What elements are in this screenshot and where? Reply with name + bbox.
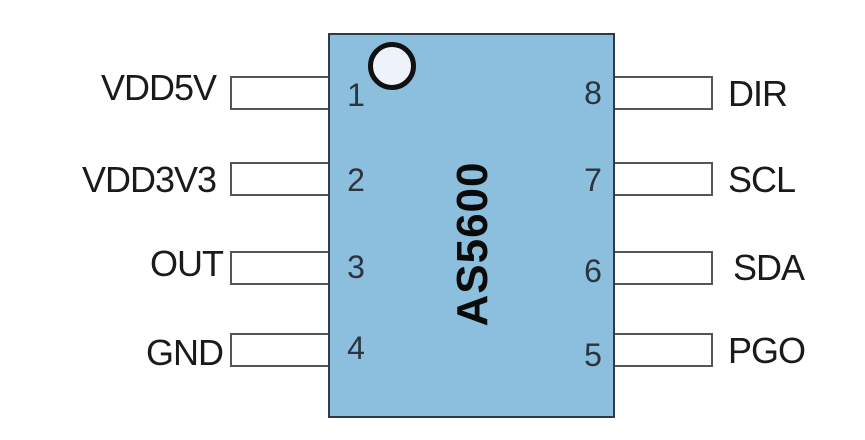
- pin-6-lead: [613, 251, 713, 285]
- chip-body: [328, 33, 615, 418]
- pin-5-lead: [613, 333, 713, 367]
- pin-label-scl: SCL: [728, 159, 796, 200]
- pin-number-7: 7: [584, 162, 602, 198]
- pin-label-out: OUT: [150, 243, 224, 284]
- chip-name: AS5600: [448, 161, 497, 327]
- pin-4-lead: [230, 333, 330, 367]
- pin-number-4: 4: [347, 330, 365, 366]
- pin-label-sda: SDA: [733, 247, 805, 288]
- pin-label-vdd5v: VDD5V: [100, 67, 217, 108]
- pin-label-gnd: GND: [146, 332, 224, 373]
- pin-label-pgo: PGO: [728, 330, 806, 371]
- pin-number-5: 5: [584, 337, 602, 373]
- pin1-marker-icon: [368, 42, 416, 90]
- pin-number-3: 3: [347, 249, 365, 285]
- pin-label-dir: DIR: [728, 73, 788, 114]
- pin-2-lead: [230, 162, 330, 196]
- pin-1-lead: [230, 76, 330, 110]
- pin-7-lead: [613, 162, 713, 196]
- pin-number-1: 1: [347, 77, 365, 113]
- pin-number-6: 6: [584, 253, 602, 289]
- pin-8-lead: [613, 76, 713, 110]
- pin-3-lead: [230, 251, 330, 285]
- pin-number-2: 2: [347, 162, 365, 198]
- pin-label-vdd3v3: VDD3V3: [81, 159, 217, 200]
- pin-number-8: 8: [584, 75, 602, 111]
